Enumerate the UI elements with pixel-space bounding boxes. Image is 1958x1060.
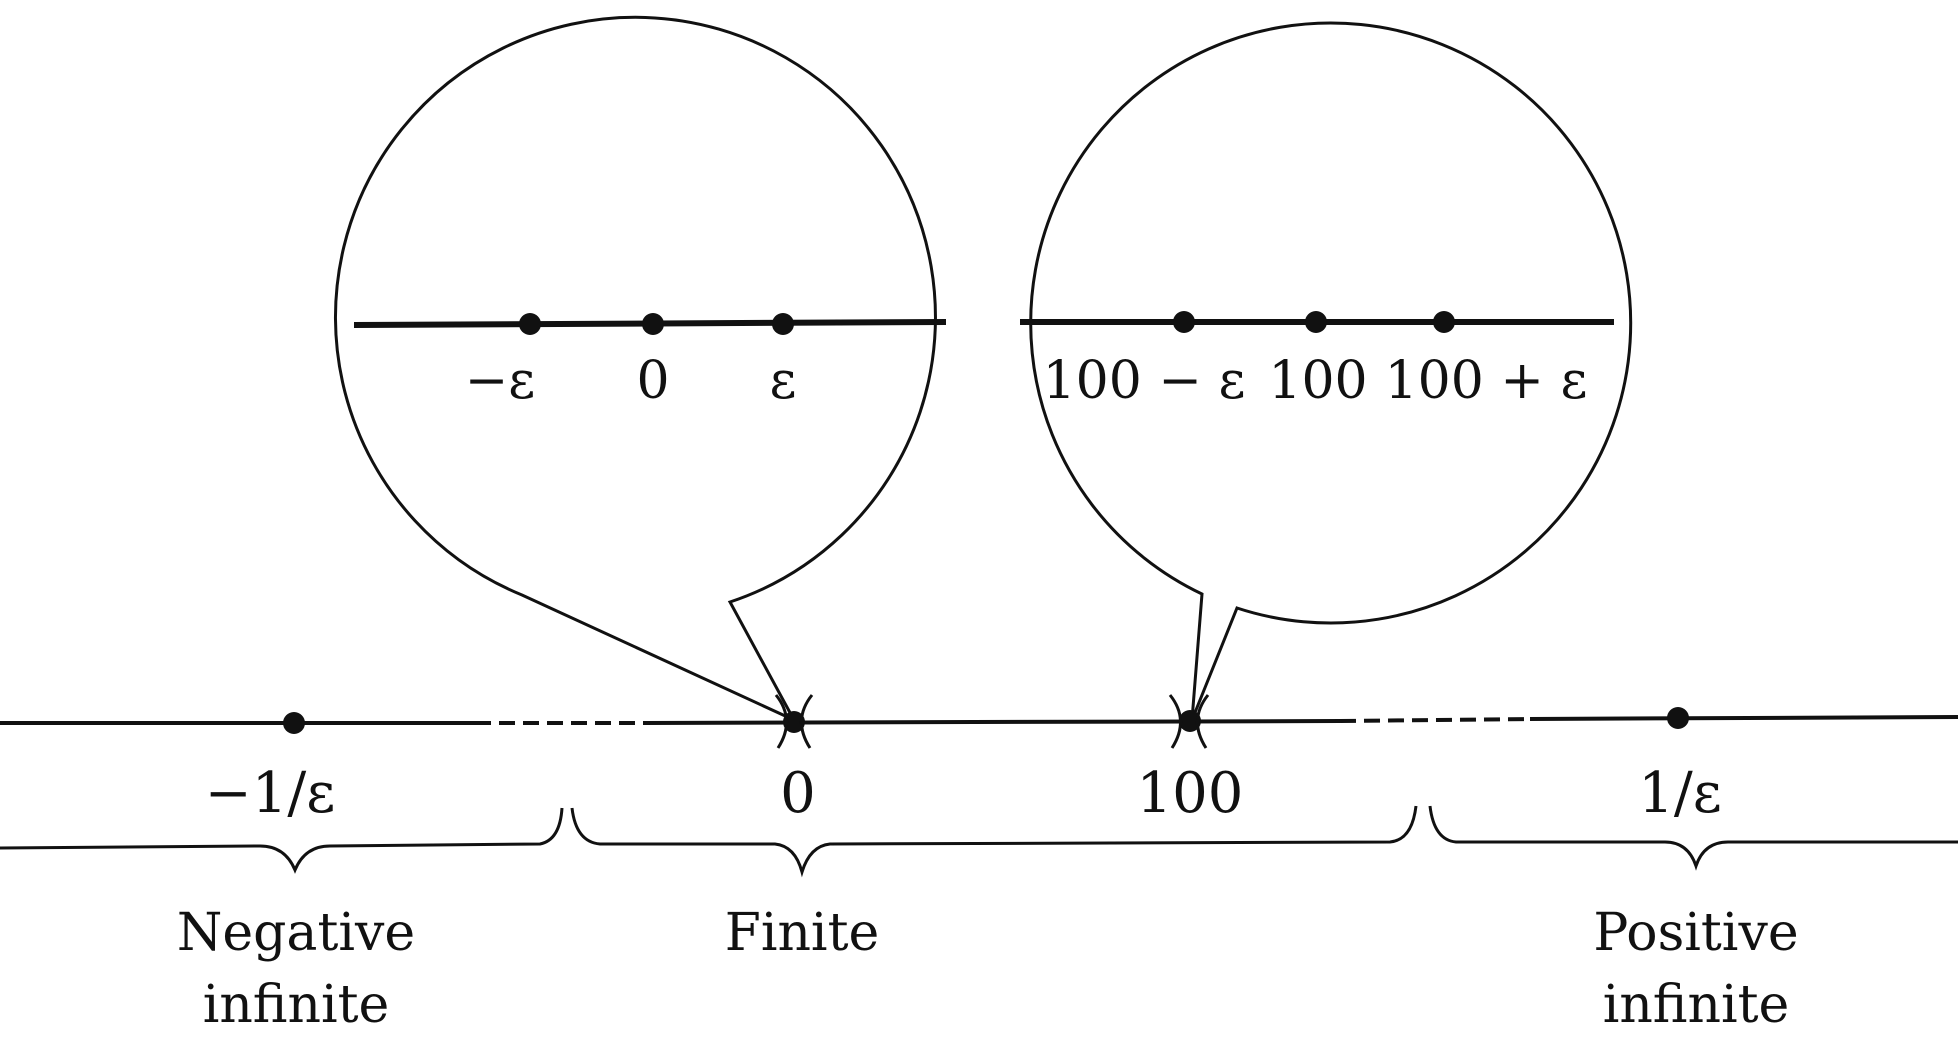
label-neg-inv-eps: −1/ε xyxy=(205,761,335,826)
label-pos-inv-eps: 1/ε xyxy=(1638,761,1722,826)
brace-negative xyxy=(0,807,564,874)
region-positive-line2: infinite xyxy=(1603,975,1790,1035)
magnifier-hundred-label-plus: 100 + ε xyxy=(1385,351,1588,411)
main-line-middle-solid xyxy=(644,719,1341,725)
magnifier-hundred-bubble xyxy=(1029,21,1633,721)
magnifier-zero-point-neg-eps xyxy=(519,313,541,335)
pointer-mark-hundred xyxy=(1168,694,1210,749)
magnifier-hundred: 100 − ε 100 100 + ε xyxy=(1020,21,1633,721)
magnifier-zero-label-zero: 0 xyxy=(636,351,669,411)
point-hundred xyxy=(1179,710,1201,732)
point-zero xyxy=(783,711,805,733)
point-pos-inv-eps xyxy=(1667,707,1689,729)
magnifier-hundred-label-center: 100 xyxy=(1268,351,1367,411)
magnifier-zero-point-eps xyxy=(772,313,794,335)
point-neg-inv-eps xyxy=(283,712,305,734)
magnifier-hundred-label-minus: 100 − ε xyxy=(1043,351,1246,411)
magnifier-zero-label-neg-eps: −ε xyxy=(465,351,536,411)
magnifier-zero-label-eps: ε xyxy=(770,351,797,411)
main-number-line: −1/ε 0 100 1/ε xyxy=(0,694,1958,826)
region-finite-line1: Finite xyxy=(725,903,880,963)
magnifier-hundred-point-plus xyxy=(1433,311,1455,333)
region-negative-line2: infinite xyxy=(203,975,390,1035)
magnifier-zero-bubble xyxy=(334,15,937,724)
magnifier-zero: −ε 0 ε xyxy=(334,15,947,724)
brace-positive xyxy=(1428,805,1958,871)
region-positive-line1: Positive xyxy=(1593,903,1798,963)
brace-finite xyxy=(570,805,1418,878)
magnifier-hundred-point-minus xyxy=(1173,311,1195,333)
magnifier-hundred-point-center xyxy=(1305,311,1327,333)
braces xyxy=(0,805,1958,878)
region-negative-line1: Negative xyxy=(177,903,415,963)
label-zero: 0 xyxy=(780,761,816,826)
region-labels: Negative infinite Finite Positive infini… xyxy=(177,903,1799,1035)
label-hundred: 100 xyxy=(1137,761,1244,826)
main-line-right-solid xyxy=(1529,715,1958,721)
pointer-mark-zero xyxy=(774,694,814,749)
magnifier-zero-point-zero xyxy=(642,313,664,335)
main-line-right-dashed xyxy=(1339,717,1531,723)
